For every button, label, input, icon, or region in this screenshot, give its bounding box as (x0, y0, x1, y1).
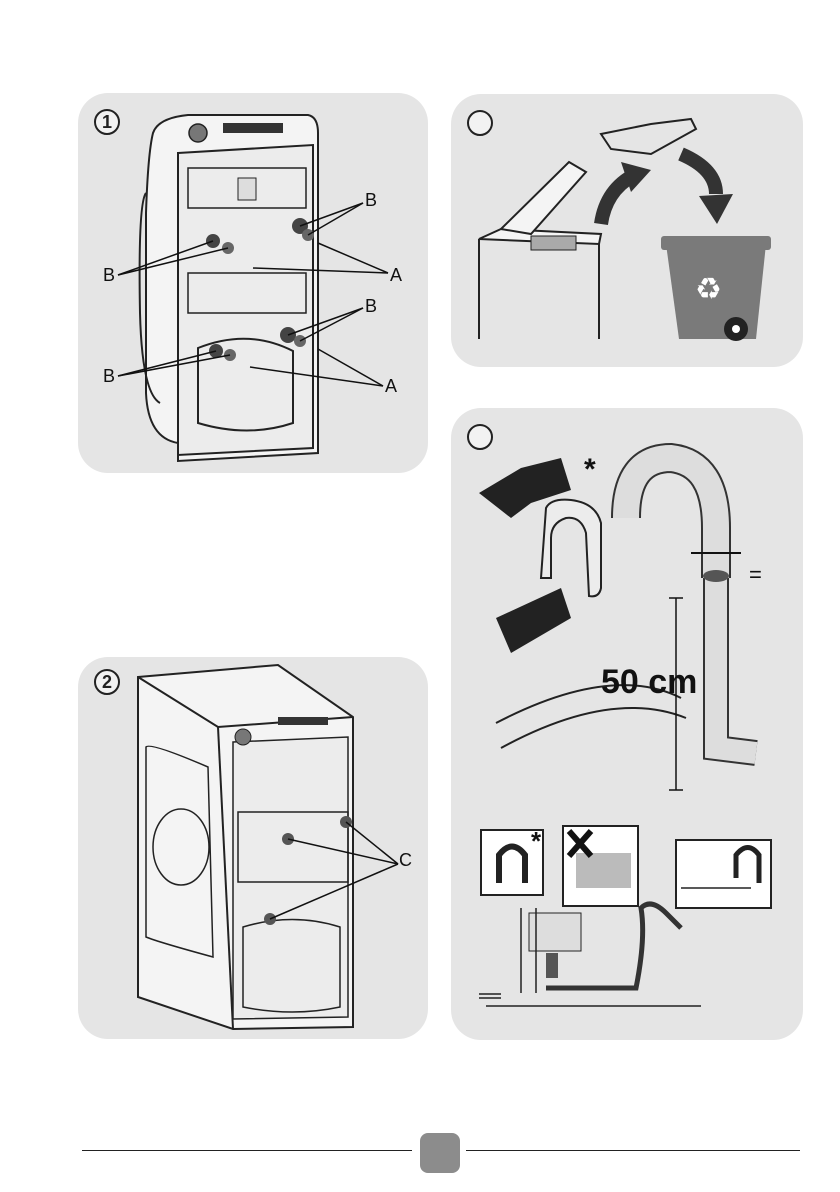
remove-bar-illustration (451, 94, 803, 367)
step-4-panel: * * = 50 cm (451, 408, 803, 1040)
footer-rule (82, 1150, 412, 1151)
label-a: A (385, 376, 397, 397)
recycle-bin-icon: ♻ (695, 272, 722, 307)
step-1-panel: 1 B B A B B A (78, 93, 428, 473)
step-number-badge: 1 (94, 109, 120, 135)
label-b: B (103, 265, 115, 286)
equal-sign: = (749, 562, 762, 588)
step-2-panel: 2 C (78, 657, 428, 1039)
footer-rule (466, 1150, 800, 1151)
label-b: B (365, 296, 377, 317)
note-asterisk: * (584, 453, 596, 487)
label-a: A (390, 265, 402, 286)
height-label: 50 cm (601, 663, 697, 702)
label-c: C (399, 850, 412, 871)
drain-hose-illustration (451, 408, 803, 1040)
washer-back-illustration (78, 93, 428, 473)
washer-rear-illustration (78, 657, 428, 1039)
step-number-badge: 2 (94, 669, 120, 695)
step-number-badge (467, 110, 493, 136)
label-b: B (365, 190, 377, 211)
step-3-panel: ♻ (451, 94, 803, 367)
note-asterisk: * (531, 826, 541, 857)
label-b: B (103, 366, 115, 387)
step-number-badge (467, 424, 493, 450)
page-number-box (420, 1133, 460, 1173)
